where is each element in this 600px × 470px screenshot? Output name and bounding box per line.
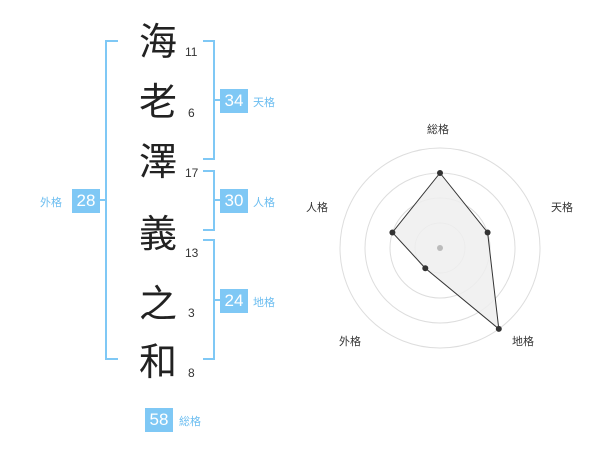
radar-axis-label-chikaku: 地格: [512, 335, 534, 348]
stroke-count-5: 3: [188, 306, 195, 320]
radar-axis-label-jinkaku: 人格: [306, 201, 328, 214]
gaikaku-value-badge: 28: [72, 189, 100, 213]
name-char-3: 澤: [138, 140, 177, 184]
stroke-count-2: 6: [188, 106, 195, 120]
stroke-count-6: 8: [188, 366, 195, 380]
tenkaku-bracket: [203, 40, 220, 160]
radar-point-2: [495, 325, 502, 332]
radar-points: [389, 170, 502, 332]
name-char-1: 海: [138, 20, 177, 64]
radar-point-4: [389, 229, 396, 236]
jinkaku-value-badge: 30: [220, 189, 248, 213]
radar-axis-label-gaikaku: 外格: [339, 335, 361, 348]
name-char-6: 和: [138, 340, 177, 384]
stroke-count-4: 13: [185, 246, 199, 260]
soukaku-label: 総格: [179, 415, 201, 428]
name-char-2: 老: [138, 80, 177, 124]
tenkaku-label: 天格: [253, 96, 275, 109]
gaikaku-label: 外格: [40, 196, 62, 209]
jinkaku-bracket: [203, 170, 220, 231]
chikaku-value-badge: 24: [220, 289, 248, 313]
radar-point-1: [484, 229, 491, 236]
radar-polygon: [391, 172, 500, 331]
jinkaku-label: 人格: [253, 196, 275, 209]
name-char-4: 義: [138, 212, 177, 256]
radar-point-3: [422, 265, 429, 272]
radar-grid-ring-4: [339, 147, 541, 349]
soukaku-value-badge: 58: [145, 408, 173, 432]
radar-center-dot: [437, 245, 443, 251]
stroke-count-3: 17: [185, 166, 199, 180]
stroke-count-1: 11: [185, 45, 198, 59]
chikaku-bracket: [203, 239, 220, 360]
radar-axis-label-tenkaku: 天格: [551, 201, 573, 214]
radar-axis-label-soukaku: 総格: [427, 123, 449, 136]
name-char-5: 之: [138, 282, 177, 326]
gaikaku-bracket: [100, 40, 118, 360]
radar-point-0: [437, 170, 443, 176]
tenkaku-value-badge: 34: [220, 89, 248, 113]
chikaku-label: 地格: [253, 296, 275, 309]
